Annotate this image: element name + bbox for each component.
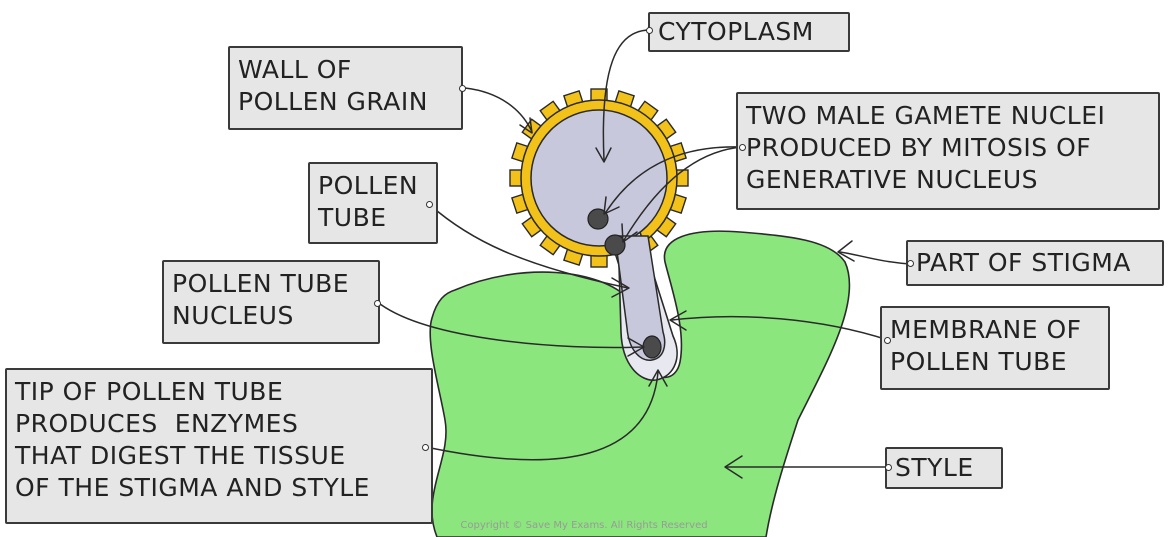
leader-dot <box>884 337 891 344</box>
label-part-of-stigma: PART OF STIGMA <box>906 240 1164 286</box>
leader-dot <box>374 300 381 307</box>
label-tip-of-pollen-tube: TIP OF POLLEN TUBE PRODUCES ENZYMES THAT… <box>5 368 433 524</box>
label-pollen-tube: POLLEN TUBE <box>308 162 438 244</box>
leader-dot <box>459 85 466 92</box>
leader-line-part-of-stigma <box>840 252 910 264</box>
leader-dot <box>739 144 746 151</box>
label-two-male-gamete-nuclei: TWO MALE GAMETE NUCLEI PRODUCED BY MITOS… <box>736 92 1160 210</box>
label-style: STYLE <box>885 447 1003 489</box>
leader-dot <box>907 260 914 267</box>
leader-dot <box>885 464 892 471</box>
male-gamete-nucleus-2 <box>605 235 625 255</box>
label-cytoplasm: CYTOPLASM <box>648 12 850 52</box>
leader-dot <box>422 444 429 451</box>
copyright-notice: Copyright © Save My Exams. All Rights Re… <box>0 520 1168 531</box>
pollen-tube-nucleus <box>643 336 661 358</box>
label-wall-of-pollen-grain: WALL OF POLLEN GRAIN <box>228 46 463 130</box>
label-pollen-tube-nucleus: POLLEN TUBE NUCLEUS <box>162 260 380 344</box>
leader-dot <box>426 201 433 208</box>
leader-dot <box>646 27 653 34</box>
label-membrane-of-pollen-tube: MEMBRANE OF POLLEN TUBE <box>880 306 1110 390</box>
male-gamete-nucleus-1 <box>588 209 608 229</box>
